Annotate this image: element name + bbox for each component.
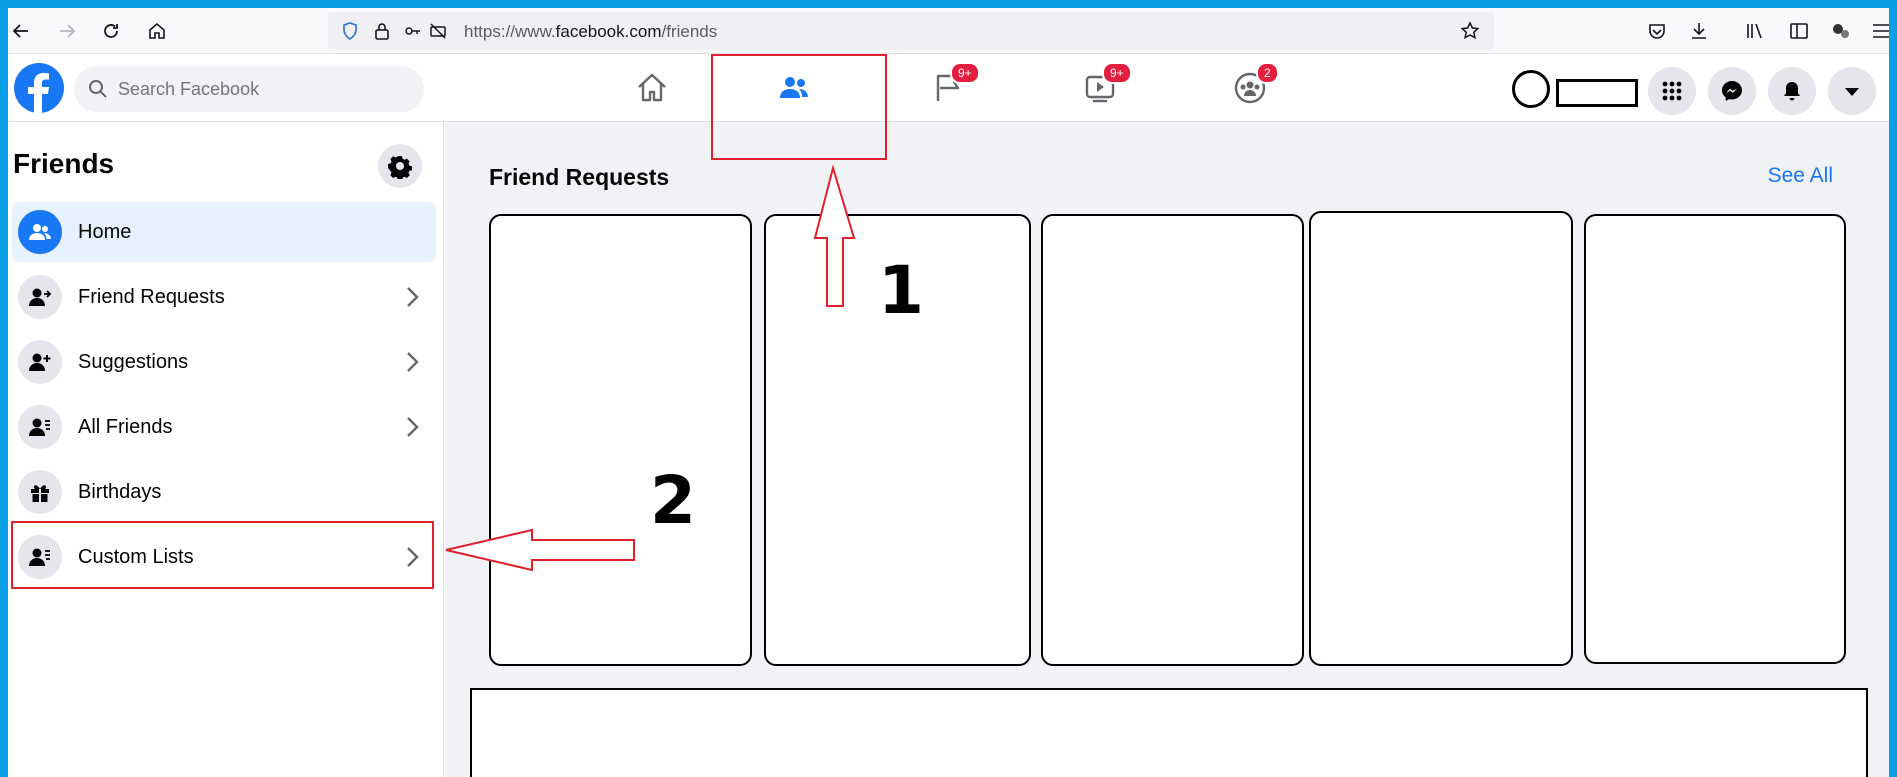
sidebar-title: Friends bbox=[13, 148, 115, 179]
back-button[interactable] bbox=[10, 20, 32, 42]
nav-tab-groups[interactable]: 2 bbox=[1182, 54, 1318, 122]
groups-badge: 2 bbox=[1256, 62, 1279, 84]
home-button[interactable] bbox=[146, 20, 168, 42]
caret-down-icon bbox=[1845, 88, 1859, 96]
sidebar-toggle-icon[interactable] bbox=[1788, 20, 1810, 42]
profile-name-button[interactable] bbox=[1556, 79, 1638, 107]
nav-tab-pages[interactable]: 9+ bbox=[880, 54, 1016, 122]
library-icon[interactable] bbox=[1744, 20, 1766, 42]
facebook-logo-icon[interactable] bbox=[14, 63, 64, 113]
browser-toolbar: https://www.facebook.com/friends bbox=[8, 8, 1889, 54]
friend-request-card[interactable] bbox=[1309, 211, 1573, 666]
apps-grid-icon bbox=[1662, 81, 1682, 101]
search-input[interactable] bbox=[118, 66, 408, 112]
bookmark-star-icon[interactable] bbox=[1460, 21, 1480, 41]
forward-arrow-icon bbox=[60, 24, 76, 38]
menu-button[interactable] bbox=[1648, 67, 1696, 115]
friends-icon bbox=[780, 77, 808, 98]
friends-sidebar: Friends Home Friend Requests Suggestions bbox=[8, 122, 444, 777]
annotation-number-two: 2 bbox=[650, 462, 696, 539]
gift-icon bbox=[18, 470, 62, 514]
friend-request-card[interactable] bbox=[764, 214, 1031, 666]
sidebar-item-label: Birthdays bbox=[78, 480, 162, 503]
sidebar-item-all-friends[interactable]: All Friends bbox=[12, 397, 436, 457]
chevron-right-icon bbox=[398, 542, 428, 572]
sidebar-item-label: Custom Lists bbox=[78, 545, 194, 568]
groups-icon bbox=[1234, 72, 1266, 104]
home-icon bbox=[149, 22, 165, 39]
url-text: https://www.facebook.com/friends bbox=[464, 22, 718, 41]
profile-avatar[interactable] bbox=[1512, 70, 1550, 108]
extensions-icon[interactable] bbox=[1830, 20, 1852, 42]
camera-blocked-icon[interactable] bbox=[428, 21, 448, 41]
main-content: Friend Requests See All bbox=[445, 122, 1889, 777]
content-panel bbox=[470, 688, 1868, 777]
sidebar-item-label: Home bbox=[78, 220, 132, 243]
bell-icon bbox=[1784, 82, 1800, 101]
messenger-icon bbox=[1722, 81, 1742, 101]
friend-request-card[interactable] bbox=[1041, 214, 1304, 666]
friends-icon bbox=[18, 210, 62, 254]
home-icon bbox=[638, 73, 666, 102]
friend-request-icon bbox=[18, 275, 62, 319]
facebook-header: 9+ 9+ 2 bbox=[8, 54, 1889, 122]
address-bar[interactable]: https://www.facebook.com/friends bbox=[328, 12, 1494, 50]
forward-button[interactable] bbox=[56, 20, 78, 42]
reload-icon bbox=[104, 24, 118, 38]
friends-list-icon bbox=[18, 405, 62, 449]
pages-badge: 9+ bbox=[950, 62, 980, 84]
gear-icon bbox=[388, 156, 412, 179]
annotation-box-custom-lists bbox=[11, 521, 434, 589]
chevron-right-icon bbox=[398, 347, 428, 377]
search-icon bbox=[89, 80, 107, 98]
sidebar-item-birthdays[interactable]: Birthdays bbox=[12, 462, 436, 522]
sidebar-item-label: All Friends bbox=[78, 415, 173, 438]
sidebar-item-home[interactable]: Home bbox=[12, 202, 436, 262]
watch-badge: 9+ bbox=[1102, 62, 1132, 84]
sidebar-item-custom-lists[interactable]: Custom Lists bbox=[12, 527, 436, 587]
search-bar[interactable] bbox=[74, 66, 424, 112]
nav-tab-watch[interactable]: 9+ bbox=[1032, 54, 1168, 122]
chevron-right-icon bbox=[398, 282, 428, 312]
messenger-button[interactable] bbox=[1708, 67, 1756, 115]
annotation-number-one: 1 bbox=[878, 252, 924, 329]
sidebar-item-suggestions[interactable]: Suggestions bbox=[12, 332, 436, 392]
facebook-f-icon bbox=[28, 73, 49, 113]
sidebar-item-label: Suggestions bbox=[78, 350, 189, 373]
friend-request-card[interactable] bbox=[489, 214, 752, 666]
nav-tab-home[interactable] bbox=[584, 54, 720, 122]
shield-icon[interactable] bbox=[340, 21, 360, 41]
see-all-link[interactable]: See All bbox=[1767, 164, 1833, 187]
sidebar-item-label: Friend Requests bbox=[78, 285, 225, 308]
settings-button[interactable] bbox=[378, 144, 422, 188]
downloads-icon[interactable] bbox=[1688, 20, 1710, 42]
watch-video-icon bbox=[1085, 75, 1115, 103]
menu-icon[interactable] bbox=[1870, 20, 1889, 42]
friends-list-icon bbox=[18, 535, 62, 579]
friend-request-card[interactable] bbox=[1584, 214, 1846, 664]
back-arrow-icon bbox=[12, 24, 28, 38]
permissions-icon[interactable] bbox=[404, 21, 424, 41]
annotation-box-friends-tab bbox=[711, 54, 887, 160]
chevron-right-icon bbox=[398, 412, 428, 442]
nav-tab-friends[interactable] bbox=[726, 54, 862, 122]
browser-window: https://www.facebook.com/friends 9+ bbox=[8, 8, 1889, 777]
section-title: Friend Requests bbox=[489, 164, 670, 190]
pocket-icon[interactable] bbox=[1646, 20, 1668, 42]
notifications-button[interactable] bbox=[1768, 67, 1816, 115]
add-friend-icon bbox=[18, 340, 62, 384]
lock-icon[interactable] bbox=[372, 21, 392, 41]
account-button[interactable] bbox=[1828, 67, 1876, 115]
reload-button[interactable] bbox=[100, 20, 122, 42]
sidebar-item-friend-requests[interactable]: Friend Requests bbox=[12, 267, 436, 327]
